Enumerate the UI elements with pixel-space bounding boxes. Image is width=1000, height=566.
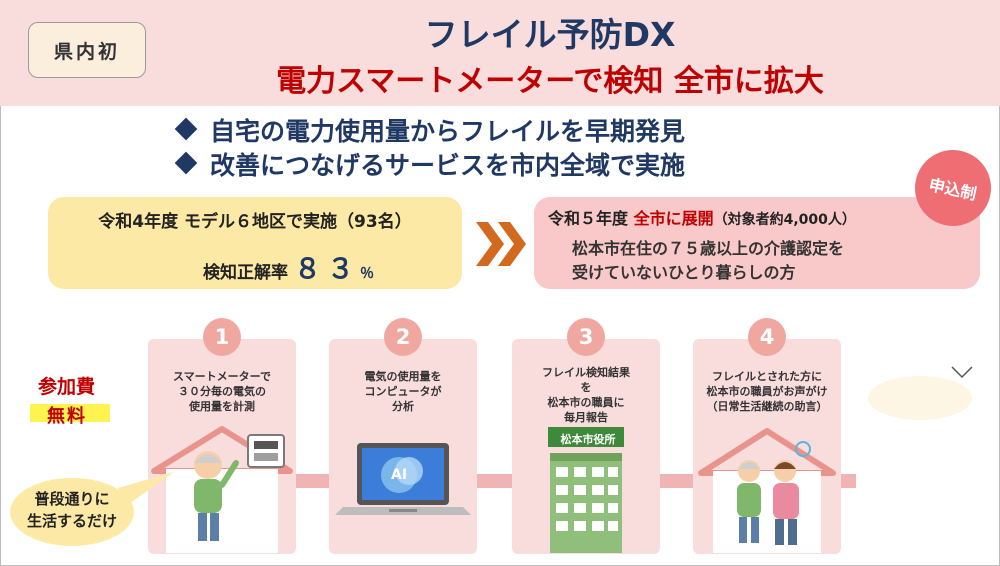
target-description-line2: 受けていないひとり暮らしの方: [572, 263, 796, 282]
step-3-text: フレイル検知結果を松本市の職員に毎月報告: [542, 366, 630, 424]
header-banner: 県内初 フレイル予防DX 電力スマートメーターで検知 全市に拡大: [0, 0, 1000, 106]
target-description-line1: 松本市在住の７５歳以上の介護認定を: [572, 239, 845, 258]
faded-shape: [868, 376, 972, 420]
chevron-down-icon[interactable]: [950, 364, 974, 380]
free-highlight: [30, 404, 110, 422]
citywide-expansion-box: 令和５年度 全市に展開（対象者約4,000人） 松本市在住の７５歳以上の介護認定…: [534, 197, 980, 289]
step-number-3: 3: [567, 318, 605, 356]
expansion-heading: 令和５年度 全市に展開（対象者約4,000人）: [548, 209, 856, 228]
page-subtitle: 電力スマートメーターで検知 全市に拡大: [276, 64, 824, 99]
city-hall-sign: 松本市役所: [560, 433, 616, 446]
step-number-4: 4: [748, 318, 786, 356]
fee-free-value: 無料: [47, 406, 87, 427]
detection-rate-value: ８３: [294, 254, 360, 285]
step-number-1: 1: [203, 318, 241, 356]
staff-visit-illustration: [698, 428, 836, 553]
speech-bubble: [10, 478, 134, 546]
step-card-2: 電気の使用量をコンピュータが分析 AI: [329, 339, 477, 554]
fee-label: 参加費: [38, 376, 96, 398]
ai-screen-label: AI: [391, 467, 408, 483]
city-hall-building-illustration: [548, 427, 624, 553]
double-chevron-arrow-icon: [476, 222, 526, 266]
step-card-4: フレイルとされた方に松本市の職員がお声がけ（日常生活継続の助言）: [693, 339, 841, 554]
model-trial-heading: 令和4年度 モデル６地区で実施（93名）: [98, 212, 412, 232]
page-title: フレイル予防DX: [424, 15, 676, 54]
bullet-citywide-service: 改善につなげるサービスを市内全域で実施: [174, 146, 685, 182]
step-card-3: フレイル検知結果を松本市の職員に毎月報告 松本市役所: [512, 339, 660, 554]
step-number-2: 2: [384, 318, 422, 356]
diamond-bullet-icon: [174, 151, 198, 175]
ai-laptop-illustration: [335, 443, 471, 515]
step-4-text: フレイルとされた方に松本市の職員がお声がけ（日常生活継続の助言）: [706, 370, 828, 413]
home-smart-meter-illustration: [151, 426, 293, 553]
bullet-early-detection: 自宅の電力使用量からフレイルを早期発見: [174, 112, 685, 148]
diamond-bullet-icon: [174, 117, 198, 141]
step-2-text: 電気の使用量をコンピュータが分析: [364, 370, 442, 413]
first-in-prefecture-badge: 県内初: [28, 22, 146, 78]
speech-bubble-tail: [118, 472, 174, 506]
speech-bubble-text: 普段通りに生活するだけ: [26, 490, 117, 530]
